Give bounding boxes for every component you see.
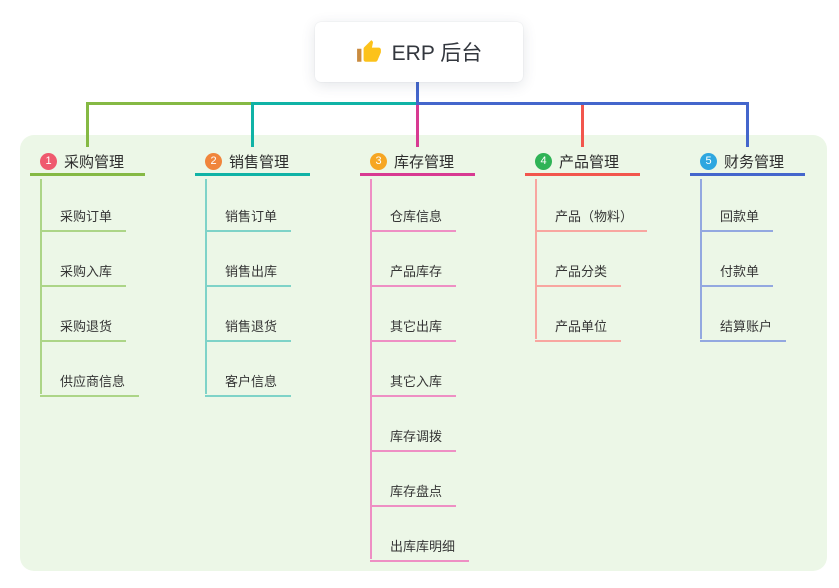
branch-number-badge: 2 [205, 152, 222, 170]
child-node[interactable]: 仓库信息 [370, 200, 457, 232]
child-label: 销售订单 [225, 209, 278, 224]
branch-label: 库存管理 [394, 153, 455, 171]
child-label: 产品库存 [390, 264, 443, 279]
child-label: 客户信息 [225, 374, 278, 389]
connector-line [251, 102, 419, 105]
connector-line [416, 102, 419, 147]
child-node[interactable]: 产品分类 [535, 255, 622, 287]
child-node[interactable]: 其它入库 [370, 365, 457, 397]
child-node[interactable]: 回款单 [700, 200, 774, 232]
child-label: 其它入库 [390, 374, 443, 389]
child-node[interactable]: 库存盘点 [370, 475, 457, 507]
child-label: 仓库信息 [390, 209, 443, 224]
child-node[interactable]: 销售退货 [205, 310, 292, 342]
branch-node[interactable]: 1 采购管理 [30, 149, 145, 176]
connector-line [535, 179, 537, 339]
child-node[interactable]: 产品库存 [370, 255, 457, 287]
child-label: 产品（物料） [555, 209, 634, 224]
child-label: 供应商信息 [60, 374, 126, 389]
child-node[interactable]: 其它出库 [370, 310, 457, 342]
child-label: 结算账户 [720, 319, 773, 334]
connector-line [86, 102, 89, 147]
child-label: 销售退货 [225, 319, 278, 334]
child-label: 库存盘点 [390, 484, 443, 499]
child-label: 付款单 [720, 264, 760, 279]
root-node[interactable]: ERP 后台 [315, 22, 523, 82]
branch-label: 产品管理 [559, 153, 620, 171]
connector-line [416, 82, 419, 105]
connector-line [581, 102, 584, 147]
child-label: 产品单位 [555, 319, 608, 334]
child-node[interactable]: 产品单位 [535, 310, 622, 342]
child-label: 产品分类 [555, 264, 608, 279]
branch-node[interactable]: 5 财务管理 [690, 149, 805, 176]
child-node[interactable]: 销售订单 [205, 200, 292, 232]
child-node[interactable]: 库存调拨 [370, 420, 457, 452]
branch-number-badge: 3 [370, 152, 387, 170]
child-label: 其它出库 [390, 319, 443, 334]
branch-node[interactable]: 3 库存管理 [360, 149, 475, 176]
child-node[interactable]: 供应商信息 [40, 365, 140, 397]
child-node[interactable]: 结算账户 [700, 310, 787, 342]
child-node[interactable]: 付款单 [700, 255, 774, 287]
child-node[interactable]: 出库库明细 [370, 530, 470, 562]
child-node[interactable]: 销售出库 [205, 255, 292, 287]
branch-label: 销售管理 [229, 153, 290, 171]
child-label: 销售出库 [225, 264, 278, 279]
connector-line [416, 102, 749, 105]
branch-node[interactable]: 4 产品管理 [525, 149, 640, 176]
connector-line [251, 102, 254, 147]
child-label: 出库库明细 [390, 539, 456, 554]
branch-number-badge: 5 [700, 152, 717, 170]
child-node[interactable]: 采购订单 [40, 200, 127, 232]
child-node[interactable]: 产品（物料） [535, 200, 648, 232]
child-node[interactable]: 采购退货 [40, 310, 127, 342]
child-label: 采购入库 [60, 264, 113, 279]
child-label: 采购订单 [60, 209, 113, 224]
branch-label: 采购管理 [64, 153, 125, 171]
connector-line [746, 102, 749, 147]
child-node[interactable]: 采购入库 [40, 255, 127, 287]
root-label: ERP 后台 [391, 42, 483, 65]
branches-group-panel [20, 135, 827, 571]
connector-line [370, 179, 372, 559]
thumbs-up-icon [356, 39, 382, 65]
child-label: 回款单 [720, 209, 760, 224]
child-label: 库存调拨 [390, 429, 443, 444]
connector-line [700, 179, 702, 339]
branch-number-badge: 4 [535, 152, 552, 170]
child-label: 采购退货 [60, 319, 113, 334]
branch-label: 财务管理 [724, 153, 785, 171]
child-node[interactable]: 客户信息 [205, 365, 292, 397]
branch-number-badge: 1 [40, 152, 57, 170]
branch-node[interactable]: 2 销售管理 [195, 149, 310, 176]
